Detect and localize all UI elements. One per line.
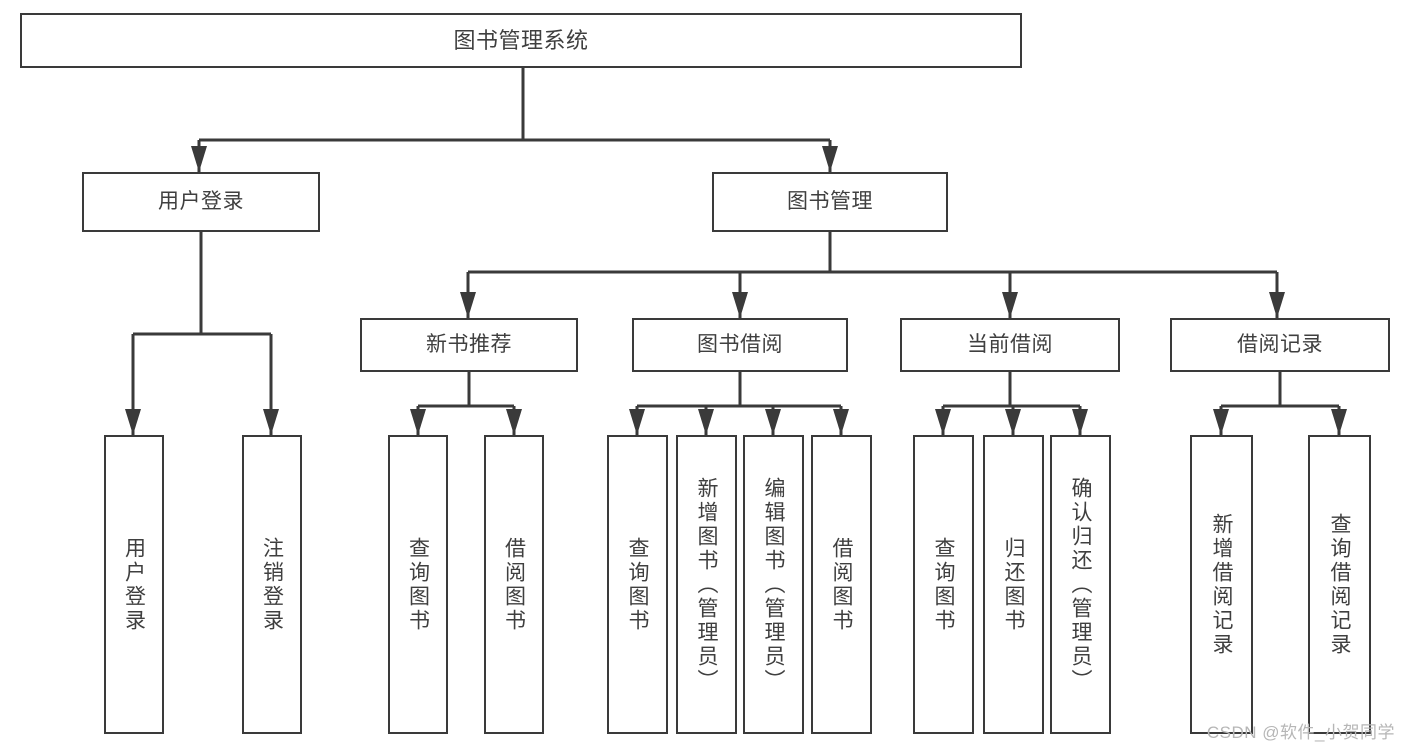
node-label: 查询图书 [406,536,430,633]
node-label: 借阅图书 [830,536,854,633]
leaf-borrow-book-recommend[interactable]: 借阅图书 [484,435,544,734]
node-label: 图书管理系统 [453,27,589,53]
leaf-confirm-return-admin[interactable]: 确认归还（管理员） [1050,435,1111,734]
node-label: 新书推荐 [426,332,512,356]
node-book-borrow[interactable]: 图书借阅 [632,318,848,372]
node-label: 借阅记录 [1237,332,1323,356]
node-label: 注销登录 [260,536,284,633]
leaf-add-borrow-record[interactable]: 新增借阅记录 [1190,435,1253,734]
leaf-logout[interactable]: 注销登录 [242,435,302,734]
node-book-management[interactable]: 图书管理 [712,172,948,232]
node-label: 当前借阅 [967,332,1053,356]
node-root[interactable]: 图书管理系统 [20,13,1022,68]
node-label: 编辑图书（管理员） [762,476,786,693]
watermark: CSDN @软件_小贺同学 [1206,723,1395,742]
node-label: 借阅图书 [502,536,526,633]
leaf-query-borrow-record[interactable]: 查询借阅记录 [1308,435,1371,734]
node-label: 确认归还（管理员） [1069,476,1093,693]
node-label: 新增借阅记录 [1210,512,1234,657]
node-label: 图书借阅 [697,332,783,356]
leaf-query-book-recommend[interactable]: 查询图书 [388,435,448,734]
node-current-borrow[interactable]: 当前借阅 [900,318,1120,372]
node-borrow-record[interactable]: 借阅记录 [1170,318,1390,372]
leaf-query-book[interactable]: 查询图书 [607,435,668,734]
leaf-borrow-book[interactable]: 借阅图书 [811,435,872,734]
node-label: 图书管理 [787,189,873,213]
leaf-edit-book-admin[interactable]: 编辑图书（管理员） [743,435,804,734]
leaf-user-login[interactable]: 用户登录 [104,435,164,734]
node-label: 查询图书 [932,536,956,633]
leaf-query-book-current[interactable]: 查询图书 [913,435,974,734]
node-label: 用户登录 [158,189,244,213]
node-label: 查询图书 [626,536,650,633]
node-label: 新增图书（管理员） [695,476,719,693]
node-new-book-recommend[interactable]: 新书推荐 [360,318,578,372]
leaf-return-book[interactable]: 归还图书 [983,435,1044,734]
node-label: 用户登录 [122,536,146,633]
leaf-add-book-admin[interactable]: 新增图书（管理员） [676,435,737,734]
node-label: 查询借阅记录 [1328,512,1352,657]
node-label: 归还图书 [1002,536,1026,633]
node-user-login[interactable]: 用户登录 [82,172,320,232]
